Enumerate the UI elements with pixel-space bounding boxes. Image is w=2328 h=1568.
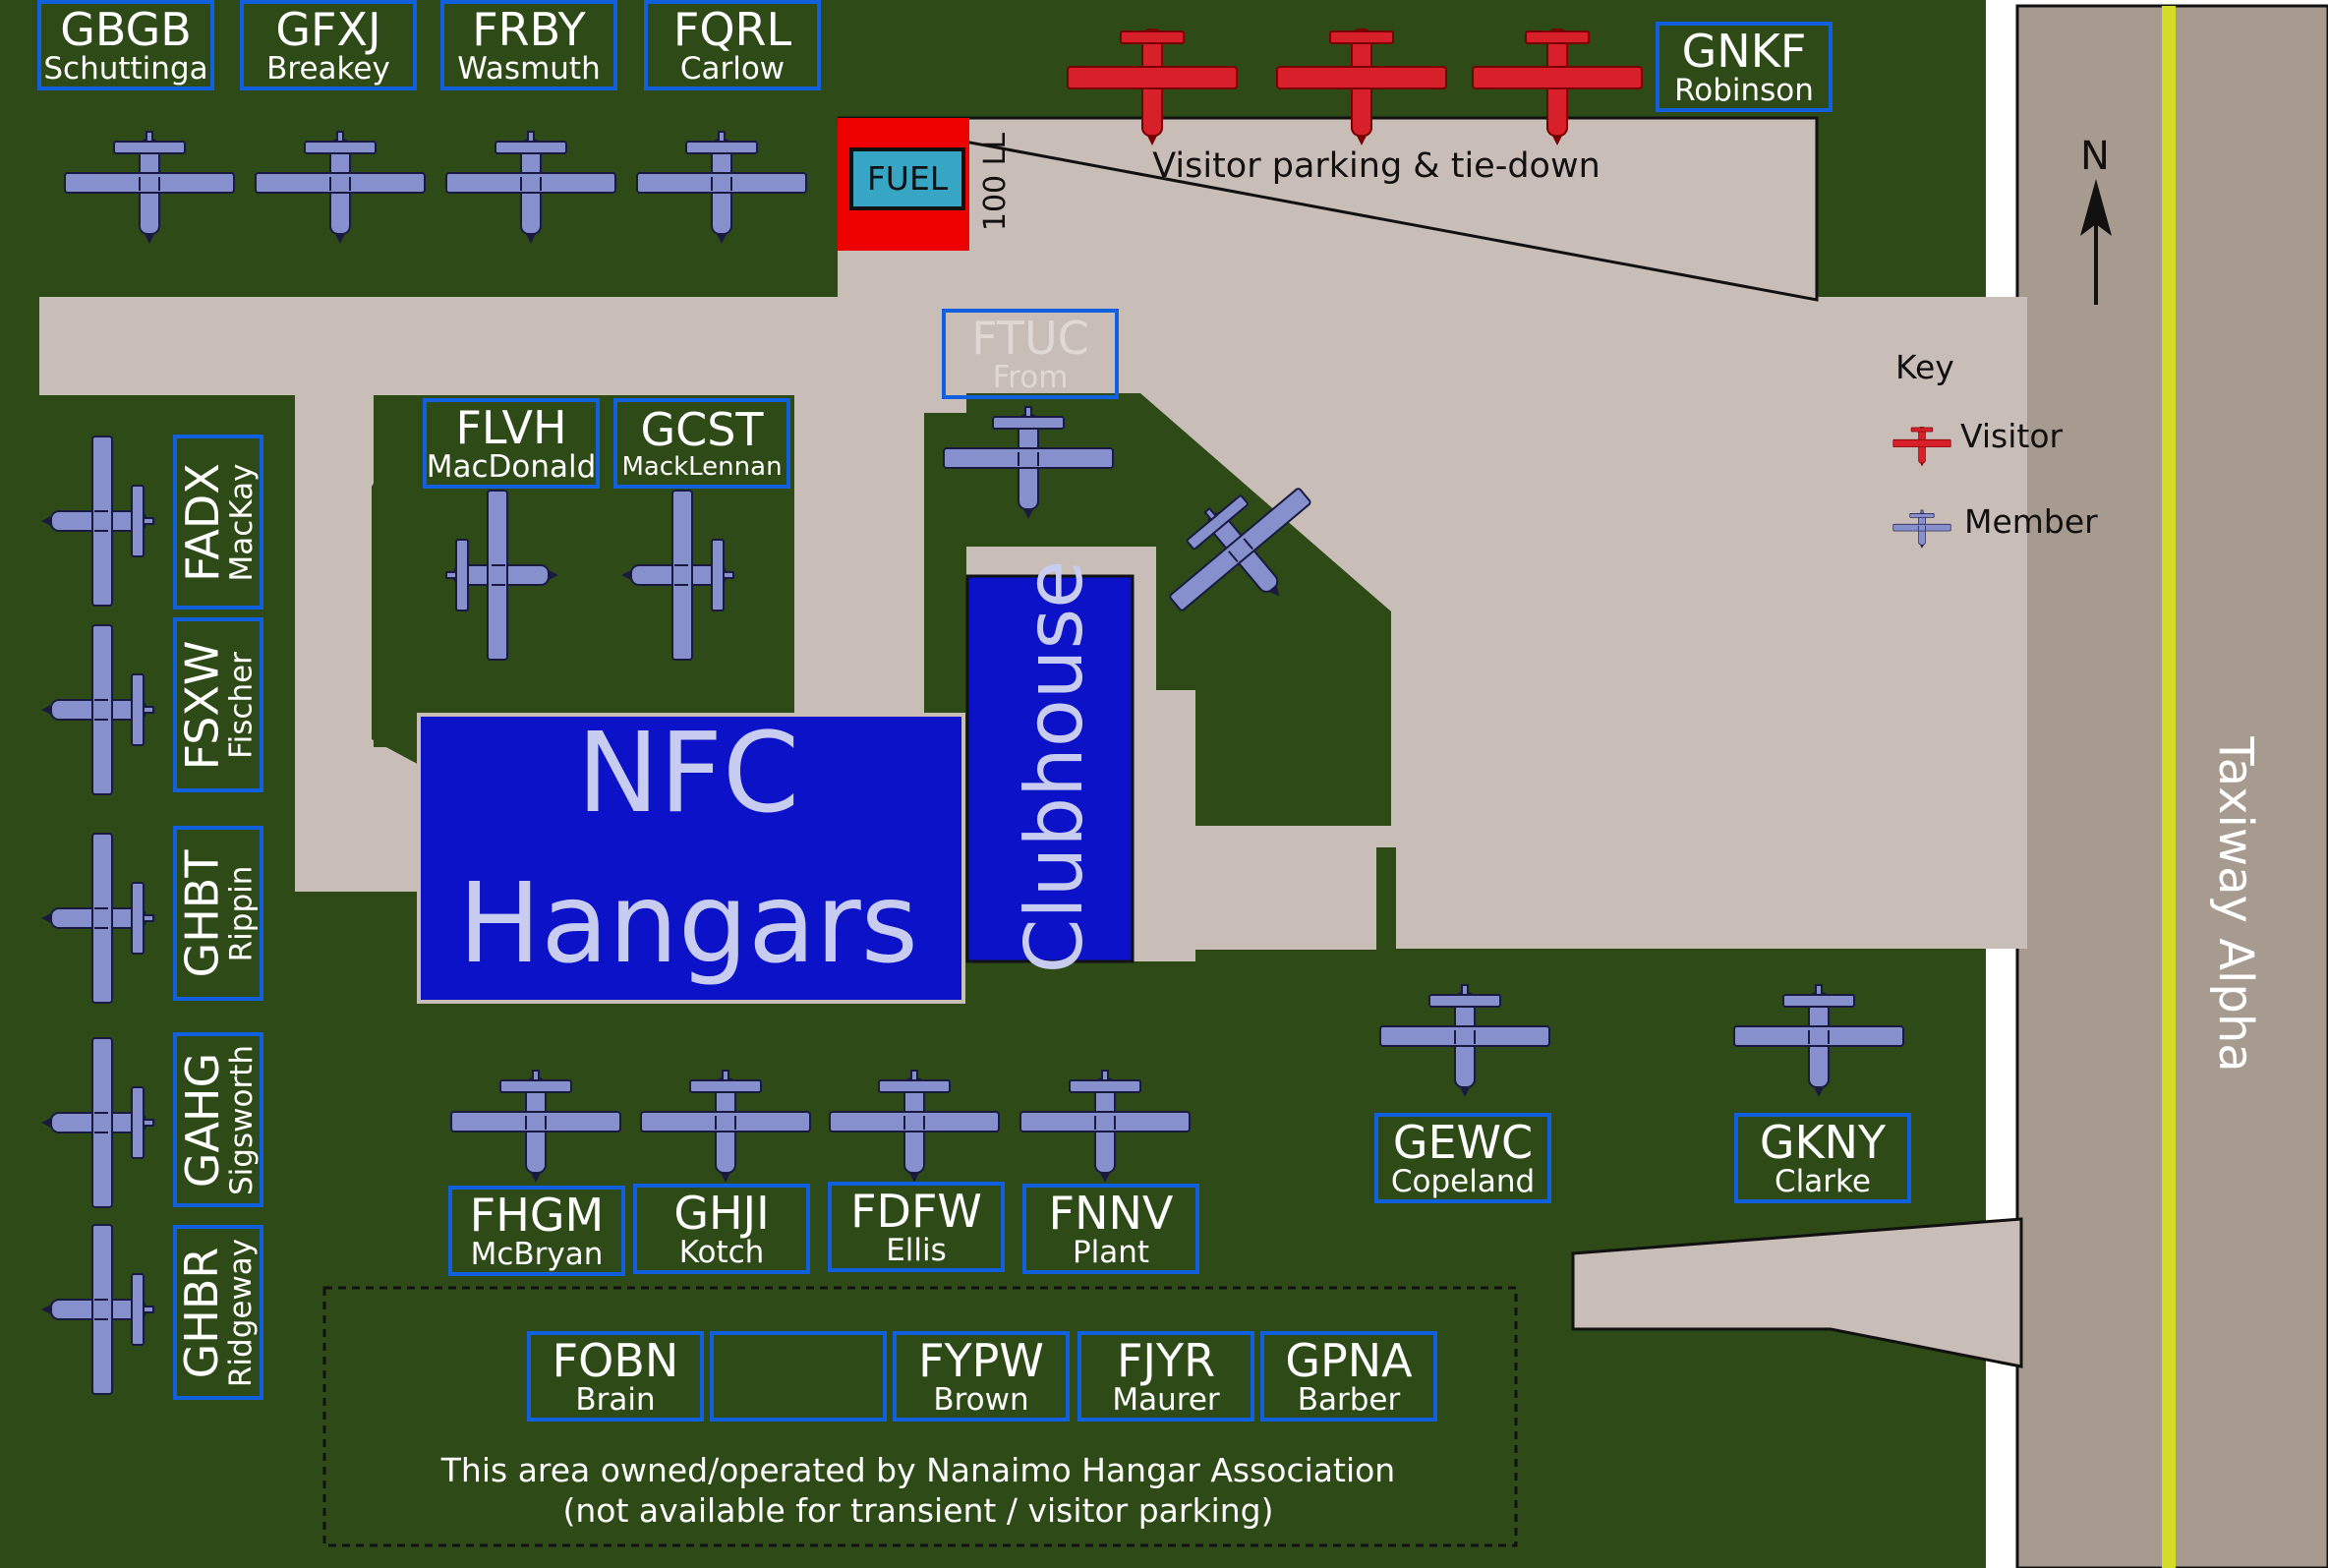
spot-owner: Breakey [266,50,390,87]
spot-registration: GFXJ [275,2,381,56]
spot-registration: FDFW [850,1184,982,1238]
north-arrowhead-icon [2080,179,2112,236]
visitor-parking-label: Visitor parking & tie-down [1152,146,1600,186]
spot-owner: Robinson [1674,72,1814,108]
spot-owner: Ellis [886,1232,947,1268]
east-apron-grass [966,393,1391,826]
middle-lane [794,395,924,713]
spot-owner: Rippin [223,865,260,961]
spot-registration: FLVH [455,400,567,454]
spot-registration: FADX [175,462,229,582]
spot-registration: GCST [640,403,764,456]
spot-owner: From [992,359,1069,395]
key-title: Key [1895,348,1954,386]
taxiway-centerline [2162,6,2176,1568]
key-member-label: Member [1964,502,2098,541]
spot-registration: FSXW [175,640,229,770]
spot-owner: MacKay [223,463,260,581]
nha-note-line2: (not available for transient / visitor p… [563,1491,1274,1530]
spot-registration: FNNV [1048,1186,1174,1240]
spot-owner: Schuttinga [43,50,208,87]
fuel-lane [838,118,1817,413]
spot-registration: FOBN [552,1333,679,1387]
spot-registration: GHBT [175,849,229,977]
clubhouse-building [965,574,1135,963]
spot-registration: GPNA [1285,1333,1413,1387]
spot-registration: GKNY [1759,1115,1887,1169]
spot-owner: Kotch [678,1234,765,1270]
spot-registration: FRBY [472,2,586,56]
spot-owner: Plant [1072,1234,1150,1270]
spot-owner: Clarke [1775,1163,1871,1199]
spot-registration: FHGM [469,1188,605,1242]
nfc-hangars-building [417,713,965,1004]
fuel-sign [849,147,965,210]
apron-outline [837,116,1819,302]
hangar-forecourt [295,747,433,892]
spot-registration: FTUC [971,311,1089,365]
spot-owner: McBryan [470,1236,604,1272]
spot-owner: Brown [933,1381,1029,1418]
fuel-label: FUEL [867,159,949,198]
taxiway-label: Taxiway Alpha [2208,735,2263,1072]
clubhouse-side-lane [1156,690,1195,961]
nha-area-outline [322,1286,1518,1547]
nha-note-line1: This area owned/operated by Nanaimo Hang… [440,1451,1395,1489]
hangars-label-line1: NFC [577,710,799,838]
spot-owner: Wasmuth [457,50,601,87]
fuel-grade-label: 100 LL [978,133,1013,232]
spot-owner: Sigsworth [223,1044,260,1195]
spot-registration: FYPW [918,1333,1044,1387]
spot-registration: GBGB [60,2,192,56]
spot-owner: MacDonald [426,448,597,485]
southeast-stub [1571,1217,2023,1368]
spot-owner: Fischer [223,651,260,759]
spot-owner: Copeland [1390,1163,1536,1199]
spot-registration: FQRL [672,2,792,56]
key-visitor-label: Visitor [1960,417,2064,455]
spot-registration: GNKF [1681,24,1807,78]
spot-owner: Barber [1297,1381,1401,1418]
hangars-label-line2: Hangars [458,860,918,988]
spot-owner: Ridgeway [223,1238,260,1387]
spot-owner: Brain [575,1381,656,1418]
spot-registration: GHBR [175,1247,229,1378]
spot-owner: Carlow [679,50,786,87]
spot-registration: GHJI [673,1186,770,1240]
spot-registration: GAHG [175,1052,229,1188]
clubhouse-label: Clubhouse [1009,560,1100,974]
spot-nha-2-empty[interactable] [710,1331,887,1422]
spot-registration: FJYR [1116,1333,1216,1387]
spot-registration: GEWC [1392,1115,1534,1169]
spot-owner: MackLennan [621,452,783,482]
north-label: N [2080,134,2110,179]
spot-owner: Maurer [1112,1381,1220,1418]
